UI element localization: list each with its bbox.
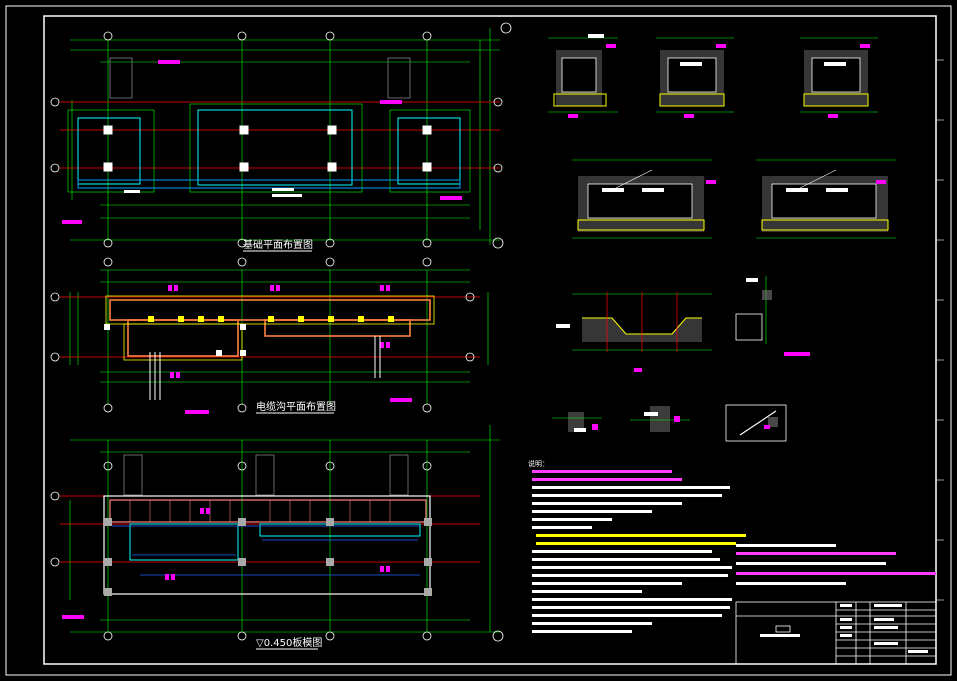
title-block <box>735 601 937 665</box>
sheet-outer-border <box>5 5 952 676</box>
foundation-plan: 基础平面布置图 <box>50 22 512 252</box>
section-details-row-1 <box>548 34 878 118</box>
general-notes: 说明： <box>528 459 936 633</box>
title-block-text-marks <box>760 604 928 653</box>
notes-heading: 说明： <box>528 459 549 468</box>
foundation-plan-title: 基础平面布置图 <box>243 238 313 251</box>
cable-trench-plan: 电缆沟平面布置图 <box>50 257 489 414</box>
slab-plan: ▽0.450板模图 <box>50 425 504 650</box>
cable-trench-plan-title: 电缆沟平面布置图 <box>256 400 336 413</box>
sheet-inner-border <box>43 15 937 665</box>
section-details-row-4 <box>552 404 787 442</box>
section-details-row-3 <box>556 276 810 372</box>
section-details-row-2 <box>572 159 896 239</box>
slab-plan-title: ▽0.450板模图 <box>256 636 322 649</box>
right-margin-ticks <box>936 59 944 601</box>
